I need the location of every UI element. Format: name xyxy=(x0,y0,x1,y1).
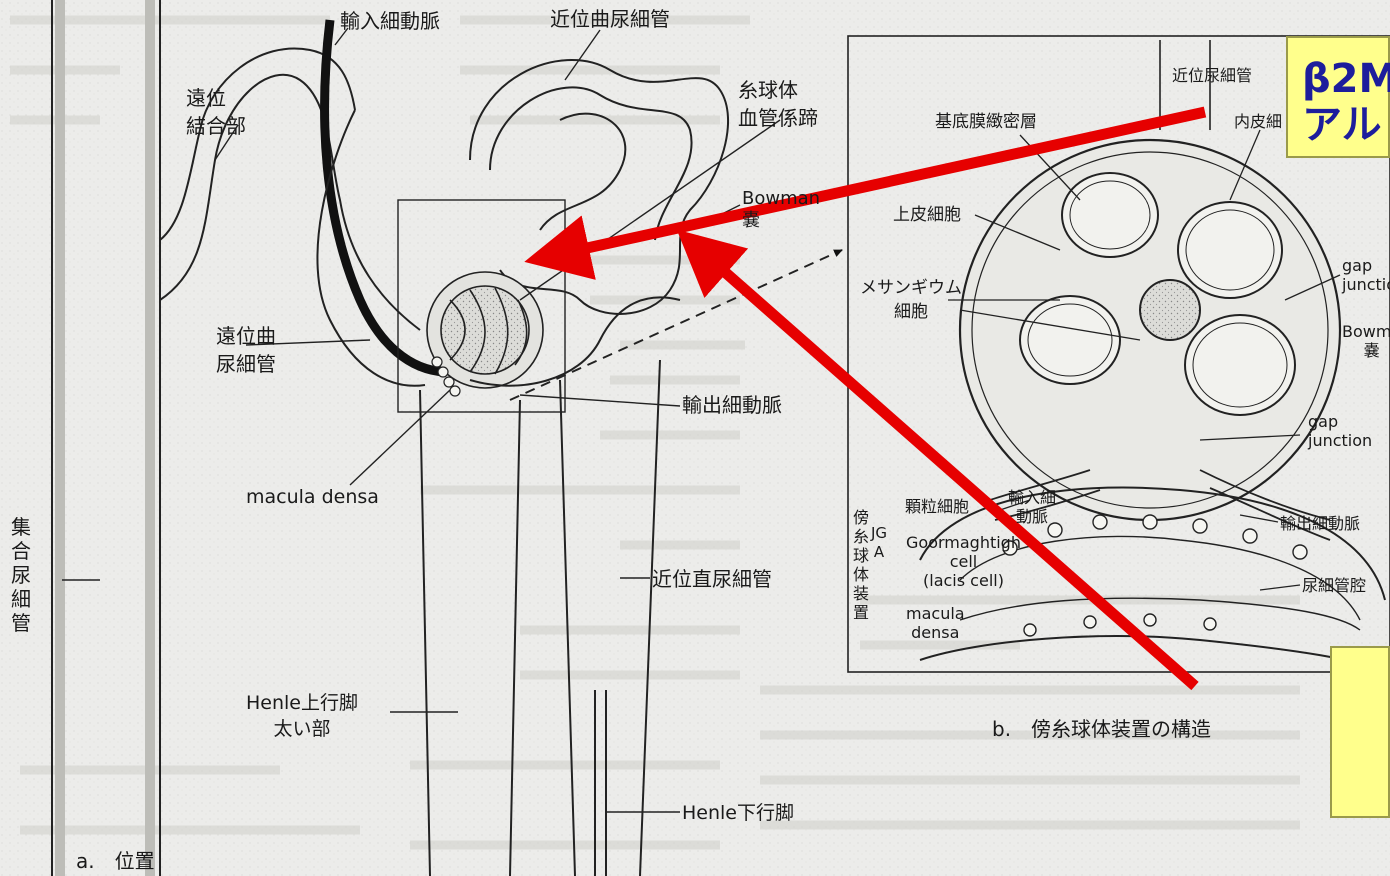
label-proximal-convoluted-tubule: 近位曲尿細管 xyxy=(550,6,670,32)
label-gap-junction-1: gap junctio xyxy=(1342,256,1390,294)
label-henle-descending: Henle下行脚 xyxy=(682,800,794,826)
label-granular-cell: 顆粒細胞 xyxy=(905,497,969,516)
label-jga-vertical: 傍糸球体装置 xyxy=(852,508,870,622)
label-tubule-lumen: 尿細管腔 xyxy=(1302,576,1366,595)
label-distal-convoluted: 遠位曲 尿細管 xyxy=(216,322,276,378)
label-jga-abbrev: JGA xyxy=(870,524,888,562)
label-glomerular-tuft: 糸球体 血管係蹄 xyxy=(738,76,818,132)
label-bowman-capsule: Bowman 嚢 xyxy=(742,188,820,232)
callout-top: β2M アル xyxy=(1286,36,1390,158)
label-goormaghtigh: Goormaghtigh cell (lacis cell) xyxy=(906,533,1021,590)
label-afferent-small: 輸入細 動脈 xyxy=(1008,488,1056,526)
label-afferent-arteriole: 輸入細動脈 xyxy=(340,8,440,34)
label-proximal-straight: 近位直尿細管 xyxy=(652,566,772,592)
label-endothelium-partial: 内皮細 xyxy=(1234,112,1282,131)
label-proximal-tubule-partial: 近位尿細管 xyxy=(1172,66,1252,85)
label-macula-densa-small: macula densa xyxy=(906,604,965,642)
callout-bottom xyxy=(1330,646,1390,818)
caption-panel-a: a. 位置 xyxy=(76,848,155,874)
label-gap-junction-2: gap junction xyxy=(1308,412,1372,450)
label-collecting-duct: 集合尿細管 xyxy=(10,515,32,635)
label-macula-densa: macula densa xyxy=(246,484,379,510)
label-epithelial-cell: 上皮細胞 xyxy=(893,205,961,226)
label-efferent-small: 輸出細動脈 xyxy=(1280,514,1360,533)
callout-text: β2M アル xyxy=(1302,56,1390,148)
label-basement-membrane: 基底膜緻密層 xyxy=(935,112,1037,133)
label-efferent-arteriole: 輸出細動脈 xyxy=(682,392,782,418)
label-distal-connecting: 遠位 結合部 xyxy=(186,84,246,140)
caption-panel-b: b. 傍糸球体装置の構造 xyxy=(992,716,1211,742)
label-bowman-partial: Bowma 嚢 xyxy=(1342,322,1390,360)
label-mesangial-cell: メサンギウム 細胞 xyxy=(860,276,962,324)
label-henle-ascending: Henle上行脚 太い部 xyxy=(246,690,358,742)
